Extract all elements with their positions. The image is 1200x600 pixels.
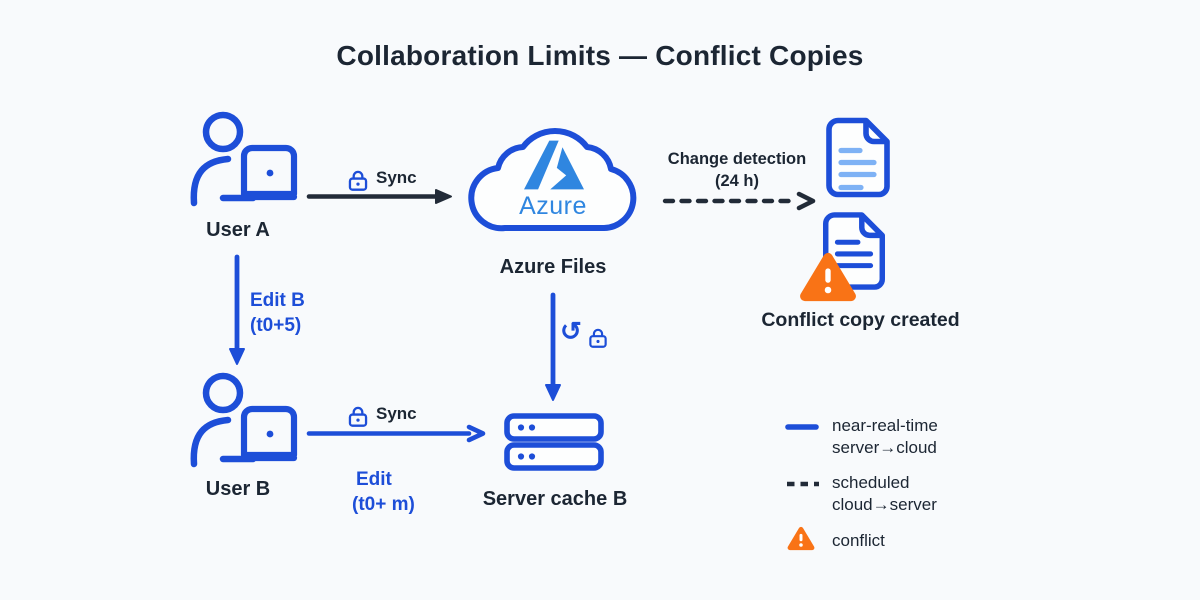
legend-solid-line-swatch xyxy=(785,424,819,430)
legend-scheduled-line1: scheduled xyxy=(832,473,910,492)
user-a-label: User A xyxy=(206,219,270,241)
azure-logo-icon xyxy=(524,140,584,190)
azure-cloud-icon xyxy=(468,128,637,232)
legend-warning-icon xyxy=(787,526,815,551)
lock-icon xyxy=(348,170,368,191)
legend-dashed-line-swatch xyxy=(787,481,819,487)
user-a-icon xyxy=(190,111,298,207)
conflict-copy-label: Conflict copy created xyxy=(761,309,960,331)
sync-a-arrow xyxy=(306,189,452,204)
legend-conflict-label: conflict xyxy=(832,531,885,550)
lock-icon xyxy=(348,406,368,427)
sync-b-arrow xyxy=(306,424,486,443)
user-b-icon xyxy=(190,372,298,468)
legend-near-real-time-line1: near-real-time xyxy=(832,416,938,435)
server-cache-label: Server cache B xyxy=(482,488,628,510)
edit-m-time: (t0+ m) xyxy=(352,494,415,515)
cloud-to-server-arrow xyxy=(545,292,561,401)
change-detection-interval: (24 h) xyxy=(714,172,759,190)
lock-icon xyxy=(589,328,607,348)
edit-b-time: (t0+5) xyxy=(250,315,302,336)
sync-b-label: Sync xyxy=(376,404,417,423)
user-b-label: User B xyxy=(205,478,271,500)
change-detection-arrow xyxy=(662,191,816,211)
server-icon xyxy=(504,413,604,471)
file-icon xyxy=(826,117,890,198)
azure-logo-word: Azure xyxy=(519,192,587,220)
azure-files-label: Azure Files xyxy=(499,256,607,278)
refresh-icon: ↺ xyxy=(560,316,582,346)
edit-b-label: Edit B xyxy=(250,290,305,311)
edit-b-arrow xyxy=(229,254,245,365)
page-title: Collaboration Limits — Conflict Copies xyxy=(336,40,864,71)
legend-scheduled-line2: cloud→server xyxy=(832,495,937,514)
legend-near-real-time-line2: server→cloud xyxy=(832,438,937,457)
warning-icon xyxy=(800,252,856,302)
change-detection-label: Change detection xyxy=(667,150,807,168)
edit-m-label: Edit xyxy=(356,469,392,490)
sync-a-label: Sync xyxy=(376,168,417,187)
